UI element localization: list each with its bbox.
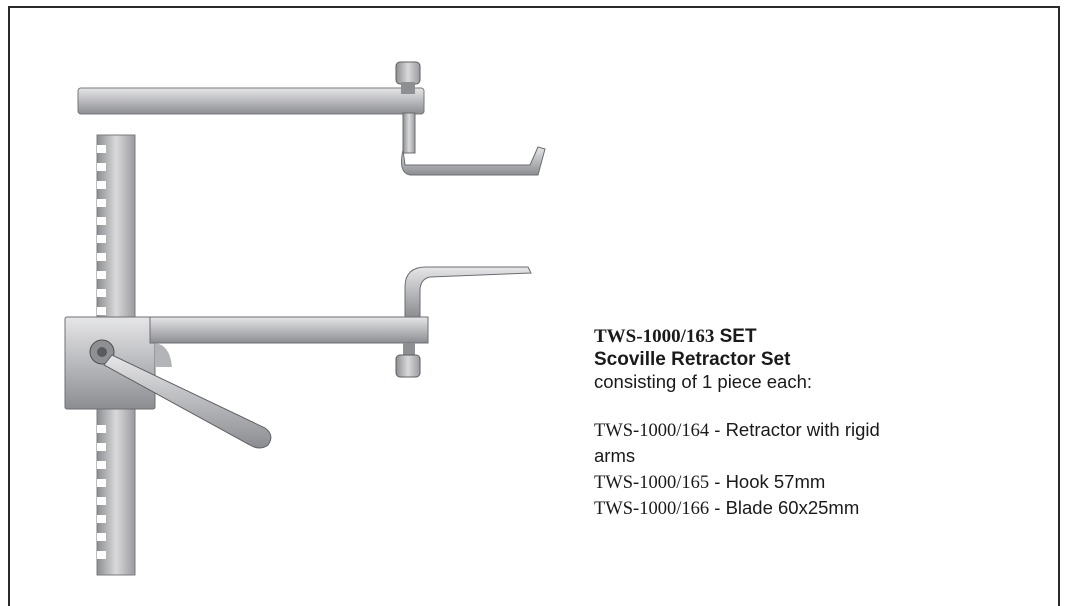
item-separator: - <box>709 497 726 518</box>
product-code: TWS-1000/163 <box>594 326 715 347</box>
item-separator: - <box>709 419 726 440</box>
item-description: Retractor with rigid arms <box>594 419 880 466</box>
product-code-suffix: SET <box>714 326 757 347</box>
product-intro: consisting of 1 piece each: <box>594 371 813 392</box>
item-code: TWS-1000/165 <box>594 473 710 493</box>
page-frame <box>8 6 1060 606</box>
product-description: TWS-1000/163 SET Scoville Retractor Set … <box>594 326 924 522</box>
product-title: Scoville Retractor Set <box>594 349 791 370</box>
list-item: TWS-1000/164 - Retractor with rigid arms <box>594 418 924 470</box>
list-item: TWS-1000/165 - Hook 57mm <box>594 470 924 496</box>
item-code: TWS-1000/166 <box>594 499 710 519</box>
item-description: Hook 57mm <box>725 471 826 492</box>
item-description: Blade 60x25mm <box>725 497 860 518</box>
item-code: TWS-1000/164 <box>594 421 710 441</box>
list-item: TWS-1000/166 - Blade 60x25mm <box>594 496 924 522</box>
item-separator: - <box>709 471 726 492</box>
product-heading: TWS-1000/163 SET <box>594 326 924 349</box>
scoville-retractor-image <box>64 61 546 576</box>
